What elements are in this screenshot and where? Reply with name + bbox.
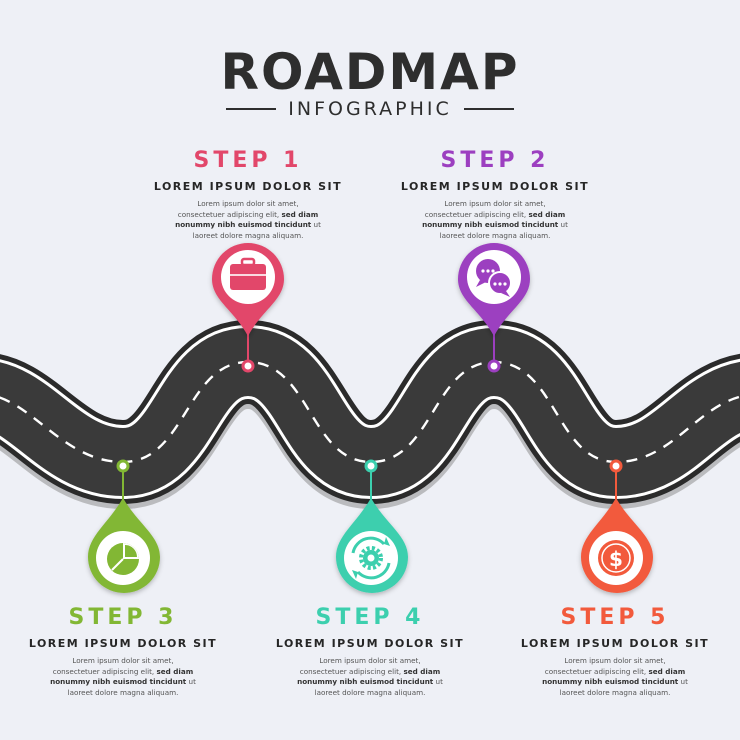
step-2-marker xyxy=(458,243,530,373)
subtitle-divider-left xyxy=(226,108,277,110)
step-2-title: STEP 2 xyxy=(440,148,550,173)
step-1-marker xyxy=(212,243,284,373)
dollar-glyph: $ xyxy=(609,547,623,571)
step-2-anchor-dot xyxy=(487,359,501,373)
pie-chart-icon xyxy=(107,543,139,575)
step-1-block: STEP 1 LOREM IPSUM DOLOR SIT Lorem ipsum… xyxy=(128,148,368,241)
chat-bubbles-icon xyxy=(476,259,512,297)
step-5-marker: $ xyxy=(581,459,653,593)
step-3-block: STEP 3 LOREM IPSUM DOLOR SIT Lorem ipsum… xyxy=(3,605,243,698)
step-5-heading: LOREM IPSUM DOLOR SIT xyxy=(520,637,710,650)
step-4-body: Lorem ipsum dolor sit amet, consectetuer… xyxy=(297,656,443,697)
step-2-heading: LOREM IPSUM DOLOR SIT xyxy=(400,180,590,193)
step-3-anchor-dot xyxy=(116,459,130,473)
step-5-title: STEP 5 xyxy=(560,605,670,630)
step-3-marker xyxy=(88,459,160,593)
step-1-anchor-dot xyxy=(241,359,255,373)
road-surface xyxy=(0,327,740,497)
step-4-marker xyxy=(336,459,408,593)
page-title: ROADMAP xyxy=(220,43,520,101)
step-3-heading: LOREM IPSUM DOLOR SIT xyxy=(28,637,218,650)
step-2-body: Lorem ipsum dolor sit amet, consectetuer… xyxy=(422,199,568,240)
step-5-body: Lorem ipsum dolor sit amet, consectetuer… xyxy=(542,656,688,697)
road xyxy=(0,319,740,510)
step-4-heading: LOREM IPSUM DOLOR SIT xyxy=(275,637,465,650)
step-4-title: STEP 4 xyxy=(315,605,425,630)
subtitle-divider-right xyxy=(463,108,514,110)
page-subtitle: INFOGRAPHIC xyxy=(288,98,452,120)
dollar-coin-icon: $ xyxy=(598,540,634,576)
step-2-block: STEP 2 LOREM IPSUM DOLOR SIT Lorem ipsum… xyxy=(375,148,615,241)
step-5-block: STEP 5 LOREM IPSUM DOLOR SIT Lorem ipsum… xyxy=(495,605,735,698)
step-1-body: Lorem ipsum dolor sit amet, consectetuer… xyxy=(175,199,321,240)
step-3-title: STEP 3 xyxy=(68,605,178,630)
step-1-title: STEP 1 xyxy=(193,148,303,173)
briefcase-icon xyxy=(230,257,266,290)
subtitle-row: INFOGRAPHIC xyxy=(0,96,740,122)
step-4-anchor-dot xyxy=(364,459,378,473)
step-3-body: Lorem ipsum dolor sit amet, consectetuer… xyxy=(50,656,196,697)
step-4-block: STEP 4 LOREM IPSUM DOLOR SIT Lorem ipsum… xyxy=(250,605,490,698)
step-5-anchor-dot xyxy=(609,459,623,473)
gear-cycle-icon xyxy=(351,536,391,580)
step-1-heading: LOREM IPSUM DOLOR SIT xyxy=(153,180,343,193)
